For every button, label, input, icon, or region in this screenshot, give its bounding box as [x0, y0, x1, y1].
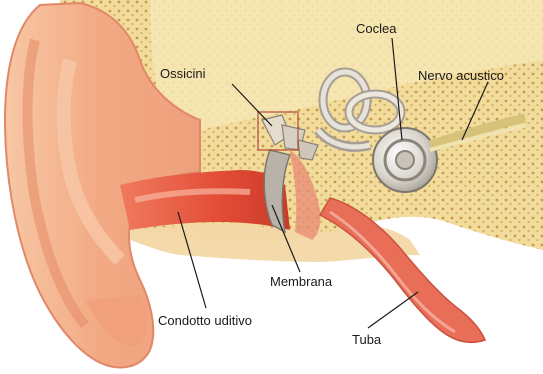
cochlea: [373, 128, 437, 192]
label-ossicles: Ossicini: [160, 66, 206, 81]
label-cochlea: Coclea: [356, 21, 397, 36]
label-acoustic-nerve: Nervo acustico: [418, 68, 504, 83]
label-ear-canal: Condotto uditivo: [158, 313, 252, 328]
label-membrane: Membrana: [270, 274, 333, 289]
leader-tube: [368, 292, 418, 328]
label-tube: Tuba: [352, 332, 382, 347]
